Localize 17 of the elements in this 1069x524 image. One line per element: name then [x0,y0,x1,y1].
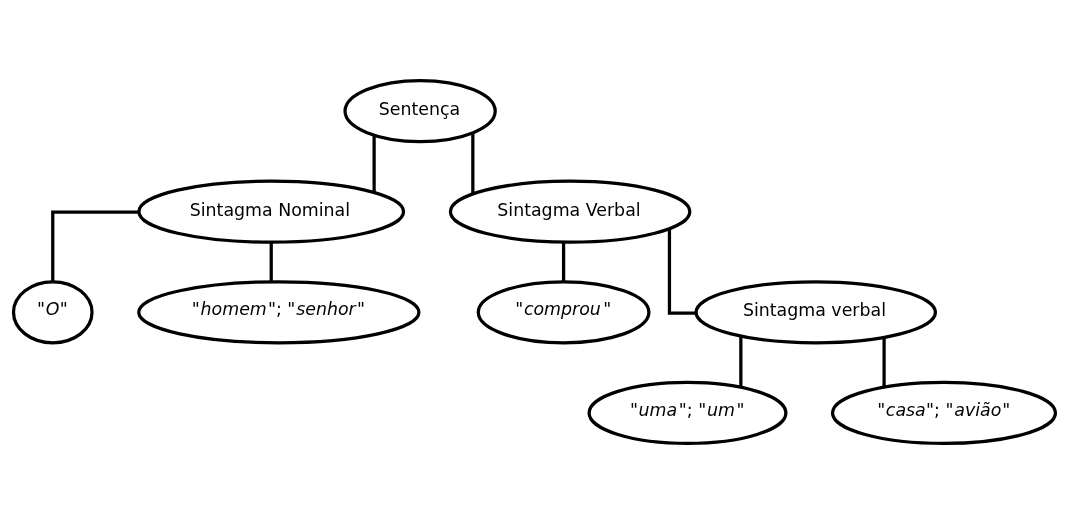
node-ellipse: Sintagma Nominal [137,179,406,244]
node-ellipse: "comprou" [476,280,651,345]
connector [51,210,139,282]
connector [667,228,696,315]
connector [882,337,886,387]
node-ellipse: "uma"; "um" [587,380,788,446]
node-ellipse: Sintagma Verbal [448,179,692,244]
connector [561,242,566,282]
node-ellipse: "homem"; "senhor" [137,280,421,345]
node-ellipse: "casa"; "avião" [830,380,1058,446]
connector [739,336,743,388]
node-ellipse: Sentença [343,78,497,144]
node-ellipse: Sintagma verbal [694,280,938,345]
connector [471,133,475,194]
connector [372,135,376,193]
node-ellipse: "O" [11,280,94,345]
connector [269,242,273,282]
